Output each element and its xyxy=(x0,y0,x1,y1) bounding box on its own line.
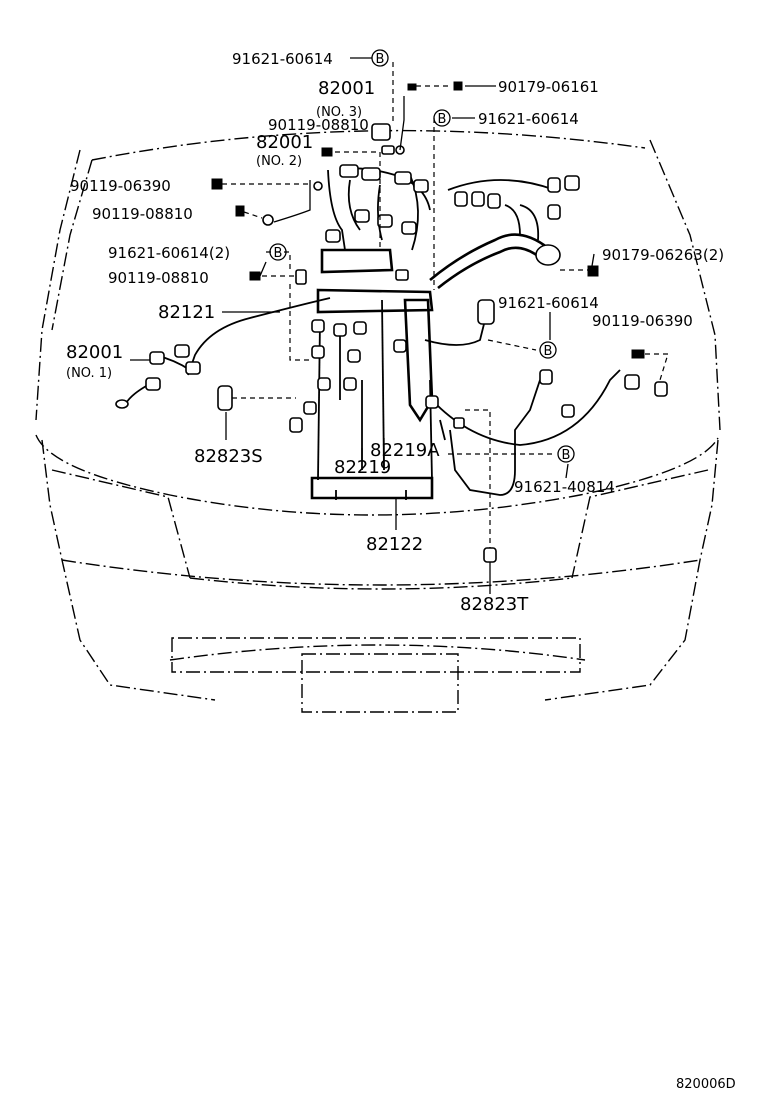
label-82001-no1: 82001 xyxy=(66,342,123,363)
callout-b-2: B xyxy=(438,112,447,127)
label-82001-no2: 82001 xyxy=(256,132,313,153)
callout-b-4: B xyxy=(544,344,553,359)
label-82219A: 82219A xyxy=(370,440,440,461)
label-90179-06263-2: 90179-06263(2) xyxy=(602,246,724,264)
label-82121: 82121 xyxy=(158,302,215,323)
label-90119-06390-a: 90119-06390 xyxy=(70,177,171,195)
label-82001-no3: 82001 xyxy=(318,78,375,99)
label-82122: 82122 xyxy=(366,534,423,555)
engine-wire-harness xyxy=(124,167,621,500)
label-91621-40814: 91621-40814 xyxy=(514,478,615,496)
label-90119-08810-b: 90119-08810 xyxy=(92,205,193,223)
part-labels: 91621-60614 82001 (NO. 3) 90179-06161 90… xyxy=(66,50,736,1092)
label-91621-60614-2: 91621-60614(2) xyxy=(108,244,230,262)
label-91621-60614-c: 91621-60614 xyxy=(498,294,599,312)
label-no1: (NO. 1) xyxy=(66,366,112,381)
fasteners xyxy=(211,81,645,359)
label-91621-60614-top: 91621-60614 xyxy=(232,50,333,68)
callout-b-3: B xyxy=(274,246,283,261)
vehicle-outline xyxy=(35,129,721,713)
label-90119-08810-a: 90119-08810 xyxy=(268,116,369,134)
label-no2: (NO. 2) xyxy=(256,154,302,169)
callout-markers: B B B B B xyxy=(269,49,575,463)
label-no3: (NO. 3) xyxy=(316,105,362,120)
diagram-id: 820006D xyxy=(676,1077,736,1092)
label-90179-06161: 90179-06161 xyxy=(498,78,599,96)
harness-connectors xyxy=(115,123,668,563)
label-82823S: 82823S xyxy=(194,446,263,467)
label-90119-06390-b: 90119-06390 xyxy=(592,312,693,330)
leader-lines xyxy=(130,57,669,594)
label-90119-08810-c: 90119-08810 xyxy=(108,269,209,287)
label-82219: 82219 xyxy=(334,457,391,478)
callout-b-5: B xyxy=(562,448,571,463)
label-91621-60614-b: 91621-60614 xyxy=(478,110,579,128)
callout-b-1: B xyxy=(376,52,385,67)
label-82823T: 82823T xyxy=(460,594,529,615)
